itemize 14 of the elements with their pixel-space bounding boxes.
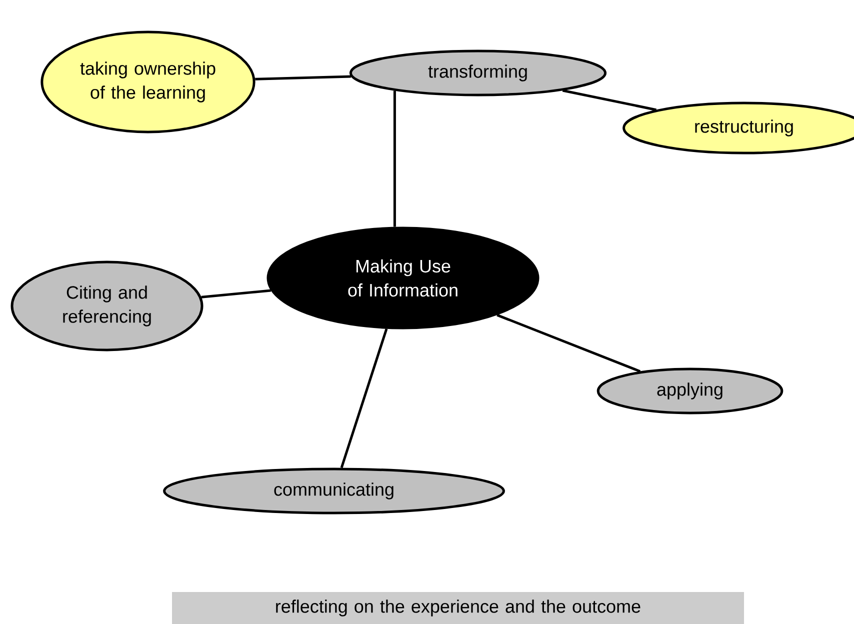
connector-line — [496, 314, 641, 373]
ellipse-node: transforming — [349, 50, 607, 96]
connector-line — [255, 75, 351, 80]
connector-line — [340, 328, 388, 468]
ellipse-node: applying — [596, 368, 784, 414]
ellipse-node: communicating — [163, 468, 505, 514]
ellipse-node: Making Use of Information — [266, 226, 540, 330]
connector-line — [393, 90, 396, 227]
connector-line — [562, 89, 656, 112]
ellipse-node: Citing and referencing — [10, 260, 204, 352]
ellipse-node: taking ownership of the learning — [40, 30, 256, 134]
text-band: reflecting on the experience and the outcome — [172, 592, 744, 624]
ellipse-node: restructuring — [622, 102, 854, 154]
connector-line — [201, 289, 271, 298]
